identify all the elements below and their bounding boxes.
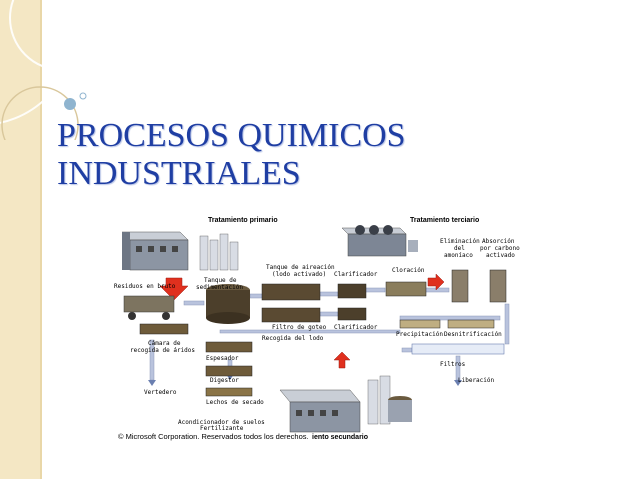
- deco-arc-outline: [1, 86, 79, 140]
- decorative-side-stripe: [0, 0, 40, 479]
- thickener-tank: [205, 341, 253, 353]
- tertiary-plant-building: [341, 225, 418, 257]
- red-arrow-up: [333, 351, 351, 369]
- label-grit-2: recogida de áridos: [130, 347, 195, 354]
- label-conditioner-1: Acondicionador de suelos: [178, 419, 265, 426]
- flow-arrows: [148, 374, 462, 386]
- label-release: Liberación: [458, 377, 495, 384]
- label-raw-waste: Residuos en bruto: [114, 283, 176, 290]
- label-clarifier-1: Clarificador: [334, 271, 378, 278]
- label-sed-tank-2: sedimentación: [196, 284, 243, 291]
- label-landfill: Vertedero: [144, 389, 177, 396]
- precipitation-tank: [399, 319, 441, 329]
- label-tertiary-treatment: Tratamiento terciario: [410, 217, 479, 224]
- deco-dot-large: [64, 98, 76, 110]
- filters-tank: [411, 343, 505, 355]
- arrow-to-landfill: [148, 380, 156, 386]
- deco-dot-small: [79, 92, 87, 100]
- label-carbon-3: activado: [486, 252, 515, 259]
- decorative-stripe-edge: [40, 0, 42, 479]
- red-arrow-down: [159, 277, 189, 301]
- pipe-aeration-to-clar: [319, 291, 339, 297]
- label-drying-beds: Lechos de secado: [206, 399, 264, 406]
- label-sed-tank-1: Tanque de: [204, 277, 237, 284]
- aeration-tank: [261, 283, 321, 301]
- clarifier-1-tank: [337, 283, 367, 299]
- label-ammonia-1: Eliminación: [440, 238, 480, 245]
- sedimentation-tank: [206, 284, 250, 324]
- label-clarifier-2: Clarificador: [334, 324, 378, 331]
- chlorination-tank: [385, 281, 427, 297]
- pipe-clar-to-chlor: [364, 287, 386, 293]
- raw-waste-cart: [123, 295, 175, 320]
- label-filters: Filtros: [440, 361, 466, 368]
- label-precipitation: Precipitación: [396, 331, 443, 338]
- label-trickling-filter: Filtro de goteo: [272, 324, 327, 331]
- slide-title: PROCESOS QUIMICOS INDUSTRIALES: [57, 117, 477, 193]
- pipe-sludge-line: [219, 329, 401, 334]
- pipe-raw-to-sed: [183, 300, 205, 306]
- label-aeration-2: (lodo activado): [272, 271, 326, 278]
- label-thickener: Espesador: [206, 355, 239, 362]
- carbon-tower: [489, 269, 507, 303]
- deco-arc-large: [0, 0, 76, 124]
- pipe-right-vertical: [504, 303, 510, 345]
- wastewater-treatment-diagram: Tratamiento primario Tratamiento terciar…: [114, 217, 520, 441]
- deco-arc-small: [9, 0, 115, 71]
- label-ammonia-2: del: [454, 245, 465, 252]
- pipe-tertiary-bottom: [399, 315, 501, 321]
- label-digester: Digestor: [210, 377, 239, 384]
- label-ammonia-3: amoníaco: [444, 252, 473, 259]
- grit-chamber: [139, 323, 189, 335]
- red-arrow-right: [427, 273, 445, 291]
- label-secondary-treatment: iento secundario: [312, 434, 368, 441]
- denitrification-tank: [447, 319, 495, 329]
- label-chlorination: Cloración: [392, 267, 425, 274]
- label-primary-treatment: Tratamiento primario: [208, 217, 278, 224]
- slide-title-line-2: INDUSTRIALES: [57, 155, 301, 192]
- digester-tank: [205, 365, 253, 377]
- label-grit-1: Cámara de: [148, 340, 181, 347]
- drying-beds: [205, 387, 253, 397]
- arrow-to-release: [454, 380, 462, 386]
- label-carbon-1: Absorción: [482, 238, 515, 245]
- label-denitrification: Desnitrificación: [444, 331, 502, 338]
- trickling-filter: [261, 307, 321, 323]
- label-conditioner-2: Fertilizante: [200, 425, 244, 432]
- label-carbon-2: por carbono: [480, 245, 520, 252]
- pipe-sed-to-aeration: [249, 293, 263, 299]
- copyright-notice: © Microsoft Corporation. Reservados todo…: [118, 432, 309, 441]
- primary-plant-building: [121, 231, 239, 271]
- secondary-plant-building: [279, 375, 412, 433]
- pipe-trickling-to-clar: [319, 311, 339, 317]
- decorative-circles: [0, 0, 115, 140]
- label-sludge-collection: Recogida del lodo: [262, 335, 324, 342]
- clarifier-2-tank: [337, 307, 367, 321]
- pipe-to-filters: [401, 347, 413, 353]
- label-aeration-1: Tanque de aireación: [266, 264, 335, 271]
- ammonia-tower: [451, 269, 469, 303]
- slide-title-line-1: PROCESOS QUIMICOS: [57, 117, 406, 154]
